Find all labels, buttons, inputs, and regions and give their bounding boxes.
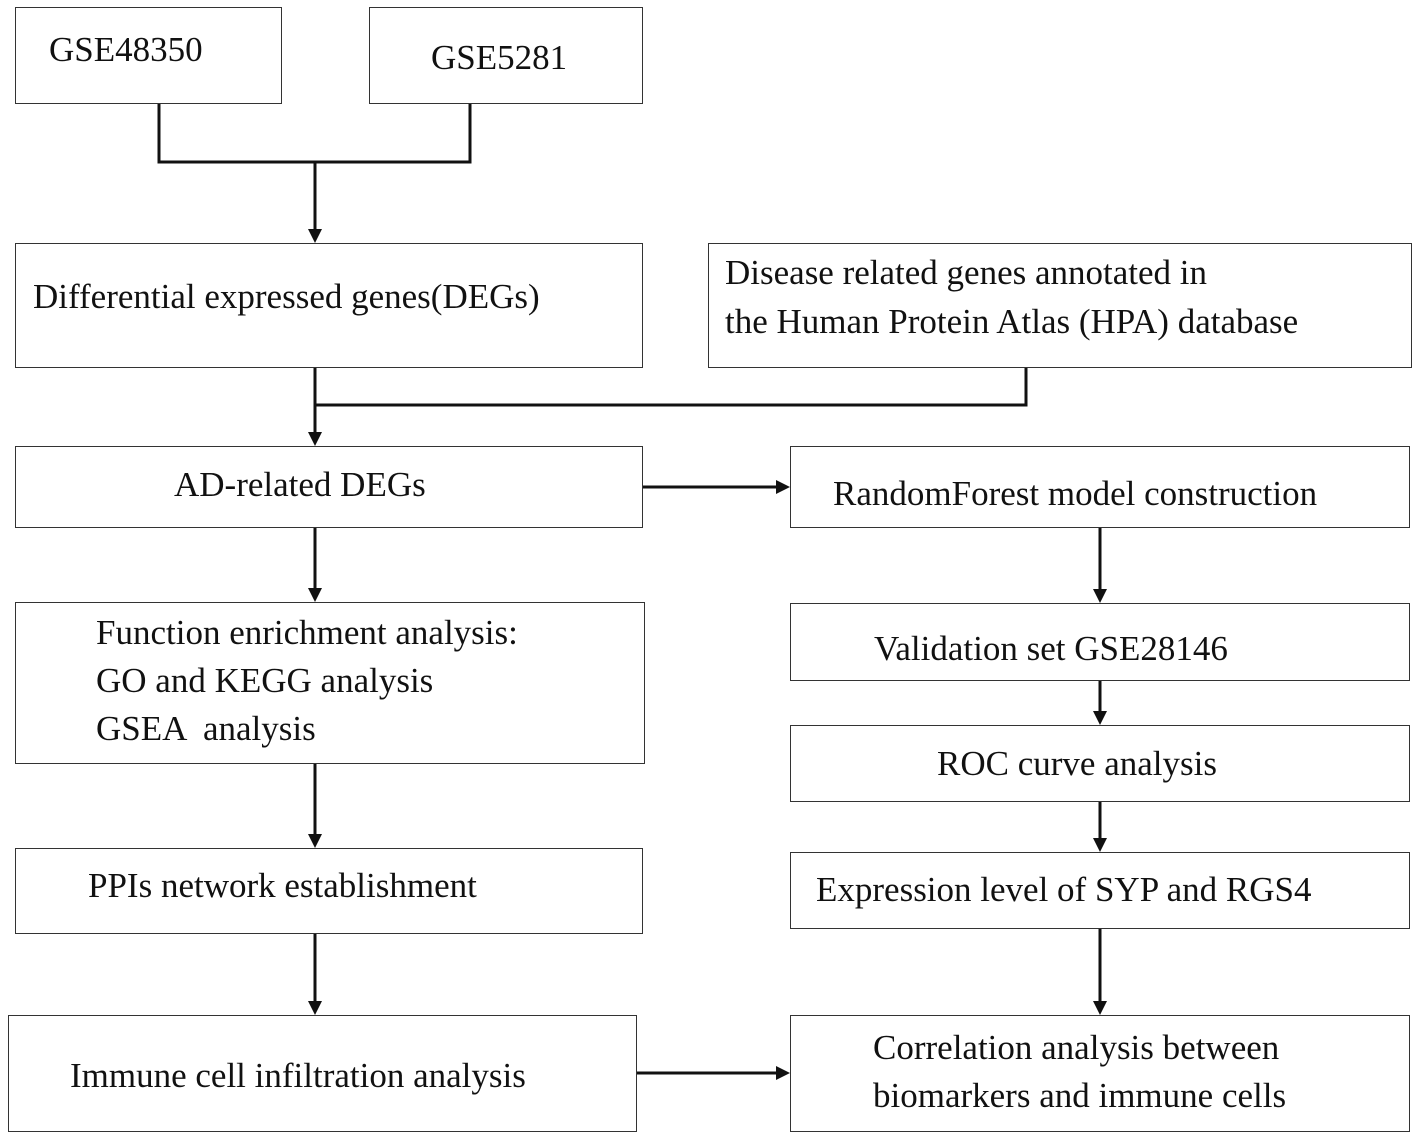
node-correlation-text: Correlation analysis between biomarkers …	[873, 1024, 1286, 1121]
arrowhead-rf	[776, 480, 790, 494]
node-function-enrichment-line-1: Function enrichment analysis:	[96, 612, 518, 652]
node-expression: Expression level of SYP and RGS4	[790, 852, 1410, 929]
arrowhead-immune	[308, 1001, 322, 1015]
arrowhead-function	[308, 588, 322, 602]
node-hpa-text: Disease related genes annotated in the H…	[725, 249, 1298, 346]
arrowhead-correlation	[1093, 1001, 1107, 1015]
node-gse5281-label: GSE5281	[431, 38, 568, 78]
node-roc-label: ROC curve analysis	[937, 744, 1217, 784]
arrowhead-ad-degs	[308, 432, 322, 446]
node-validation-label: Validation set GSE28146	[874, 628, 1228, 668]
node-gse48350: GSE48350	[15, 7, 282, 104]
node-function-enrichment-line-3: GSEA analysis	[96, 709, 316, 749]
node-validation: Validation set GSE28146	[790, 603, 1410, 681]
node-gse5281: GSE5281	[369, 7, 643, 104]
node-function-enrichment: Function enrichment analysis: GO and KEG…	[15, 602, 645, 764]
node-hpa-line-1: Disease related genes annotated in	[725, 253, 1208, 293]
arrowhead-degs	[308, 229, 322, 243]
node-immune: Immune cell infiltration analysis	[8, 1015, 637, 1132]
node-degs-label: Differential expressed genes(DEGs)	[33, 277, 540, 317]
node-expression-label: Expression level of SYP and RGS4	[816, 870, 1312, 910]
arrowhead-roc	[1093, 711, 1107, 725]
arrowhead-validation	[1093, 589, 1107, 603]
node-ad-related-degs-label: AD-related DEGs	[174, 465, 426, 505]
node-degs: Differential expressed genes(DEGs)	[15, 243, 643, 368]
node-correlation: Correlation analysis between biomarkers …	[790, 1015, 1410, 1132]
arrowhead-ppi	[308, 834, 322, 848]
node-ppi: PPIs network establishment	[15, 848, 643, 934]
connector-hpa-merge	[315, 368, 1028, 407]
arrowhead-expression	[1093, 838, 1107, 852]
node-function-enrichment-text: Function enrichment analysis: GO and KEG…	[96, 609, 518, 754]
node-correlation-line-2: biomarkers and immune cells	[873, 1076, 1287, 1115]
node-correlation-line-1: Correlation analysis between	[873, 1027, 1280, 1067]
node-hpa-line-2: the Human Protein Atlas (HPA) database	[725, 301, 1299, 341]
node-gse48350-label: GSE48350	[49, 30, 203, 70]
node-hpa: Disease related genes annotated in the H…	[708, 243, 1412, 368]
node-ad-related-degs: AD-related DEGs	[15, 446, 643, 528]
node-randomforest-label: RandomForest model construction	[833, 473, 1318, 513]
node-ppi-label: PPIs network establishment	[88, 865, 477, 905]
node-roc: ROC curve analysis	[790, 725, 1410, 802]
node-randomforest: RandomForest model construction	[790, 446, 1410, 528]
arrowhead-correlation-side	[776, 1066, 790, 1080]
node-immune-label: Immune cell infiltration analysis	[70, 1056, 526, 1096]
node-function-enrichment-line-2: GO and KEGG analysis	[96, 660, 434, 700]
connector-gse-merge	[157, 104, 472, 164]
